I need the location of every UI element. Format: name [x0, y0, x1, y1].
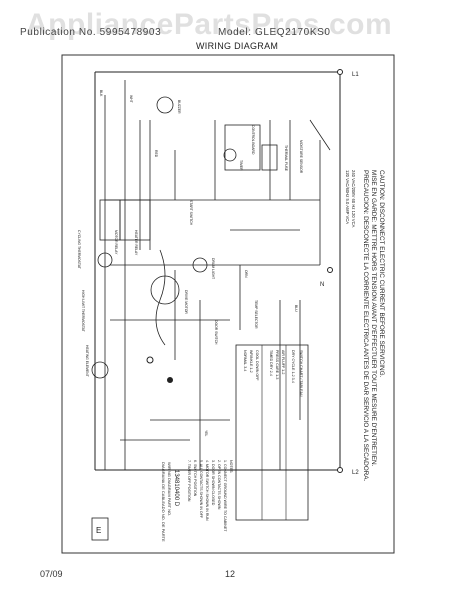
caution-es: PRECAUCION: DESCONECTE LA CORRIENTE ELEC… — [362, 170, 369, 482]
label-wire-orn: ORN — [244, 270, 248, 278]
switch-row-6: NORMAL 3-4 — [243, 350, 247, 371]
label-thermal-fuse: THERMAL FUSE — [284, 145, 288, 172]
model-header: Model: GLEQ2170KS0 — [218, 27, 331, 38]
label-wire-wht: WHT — [129, 95, 133, 103]
caution-en: CAUTION: DISCONNECT ELECTRIC CURRENT BEF… — [378, 170, 385, 378]
part-number-block: WIRING DIAGRAM PART NO. DIAGRAMA DE CABL… — [161, 462, 179, 542]
note-4: 5. ALL CONTACTS SHOWN IN OFF — [199, 460, 203, 519]
note-1: 2. OPEN CONTACTS SHOWN — [217, 460, 221, 510]
note-2: 3. DOOR SHOWN CLOSED — [211, 460, 215, 506]
label-door-switch: DOOR SWITCH — [214, 320, 218, 345]
switch-row-4: COOL DOWN OFF — [255, 350, 259, 381]
footer-page-number: 12 — [225, 569, 236, 579]
component-label-group: MOTOR RELAY HEATER RELAY TIMER DRIVE MOT… — [77, 90, 303, 437]
label-temp-selector: TEMP SELECTOR — [254, 300, 258, 329]
watermark: AppliancePartsPros.com — [26, 8, 393, 41]
label-moisture-sensor: MOISTURE SENSOR — [299, 140, 303, 174]
switch-row-2: PRESS CARE 1-3 — [275, 350, 279, 379]
note-3: 4. MOTOR SWITCH SHOWN IN RUN — [205, 460, 209, 521]
wiring-title: WIRING DIAGRAM PART NO. — [167, 462, 172, 516]
switch-row-5: WRINKLE 1-2 — [249, 350, 253, 373]
board-box — [224, 124, 261, 171]
publication-header: Publication No. 5995478903 — [20, 27, 162, 38]
terminal-n — [327, 267, 333, 273]
notes-block: NOTES: 1. CONNECT GROUND WIRE TO CABINET… — [187, 460, 233, 532]
switch-row-1: AIR FLUFF 1-2 — [281, 350, 285, 374]
high-limit-thermostat — [97, 252, 113, 268]
switch-row-3: TIMED DRY 2-4 — [269, 350, 273, 376]
switch-contact — [146, 356, 154, 364]
label-heating-element: HEATING ELEMENT — [85, 345, 89, 377]
label-wire-blk: BLK — [99, 90, 103, 97]
terminal-l2-label: L2 — [352, 470, 359, 476]
label-drum-light: DRUM LIGHT — [211, 258, 215, 279]
label-high-limit: HIGH LIMIT THERMOSTAT — [81, 290, 85, 332]
buzzer-component — [156, 96, 174, 114]
rating-2: 120 VAC/60Hz 5.0 AMP VCA — [345, 170, 350, 224]
footer-date: 07/09 — [40, 569, 63, 579]
label-heater-relay: HEATER RELAY — [134, 230, 138, 256]
page-subtitle: WIRING DIAGRAM — [196, 41, 279, 51]
heater-relay-box — [119, 199, 151, 241]
terminal-l1-label: L1 — [352, 72, 359, 78]
drive-motor — [150, 275, 180, 305]
note-6: 7. TIMER OFF POSITION — [187, 460, 191, 502]
rating-1: 240 VAC/208V 60 Hz 120 VCA — [351, 170, 356, 228]
caution-block: CAUTION: DISCONNECT ELECTRIC CURRENT BEF… — [345, 170, 385, 482]
switch-chart-text: SWITCH CHART / TABLEAU DRY CYCLE 1-2 3-4… — [243, 350, 303, 397]
note-5: 6. SWITCH POSITION — [193, 460, 197, 497]
label-control-board: CONTROL BOARD — [251, 125, 255, 155]
switch-row-0: DRY CYCLE 1-2 3-4 — [291, 350, 295, 383]
marker-box — [91, 517, 109, 541]
label-timer: TIMER — [239, 160, 243, 171]
terminal-l1 — [337, 69, 343, 75]
fuse-box — [261, 144, 278, 171]
heating-element — [91, 361, 109, 379]
label-motor-relay: MOTOR RELAY — [114, 230, 118, 255]
caution-fr: MISE EN GARDE: METTRE HORS TENSION AVANT… — [370, 170, 377, 467]
label-wire-yel: YEL — [204, 430, 208, 437]
part-number: 134810400 D — [173, 470, 179, 507]
terminal-n-label: N — [320, 282, 324, 288]
timer-motor — [223, 148, 237, 162]
diagram-frame — [61, 54, 395, 554]
label-wire-blu: BLU — [294, 305, 298, 312]
notes-title: NOTES: — [229, 460, 233, 473]
label-buzzer: BUZZER — [177, 100, 181, 114]
switch-chart-box — [235, 344, 309, 521]
circuit-wires — [104, 80, 331, 470]
drum-light — [192, 257, 208, 273]
note-0: 1. CONNECT GROUND WIRE TO CABINET — [223, 460, 227, 532]
terminal-l2 — [337, 467, 343, 473]
label-start-switch: START SWITCH — [189, 200, 193, 226]
label-drive-motor: DRIVE MOTOR — [184, 290, 188, 314]
wiring-subtitle: DIAGRAMA DE CABLEADO NO. DE PARTE — [161, 462, 166, 542]
label-cycling-thermostat: CYCLING THERMOSTAT — [77, 230, 81, 269]
switch-chart-title: SWITCH CHART / TABLEAU — [299, 350, 303, 397]
node-dot — [167, 377, 173, 383]
label-wire-red: RED — [154, 150, 158, 158]
marker-letter: E — [96, 526, 101, 535]
